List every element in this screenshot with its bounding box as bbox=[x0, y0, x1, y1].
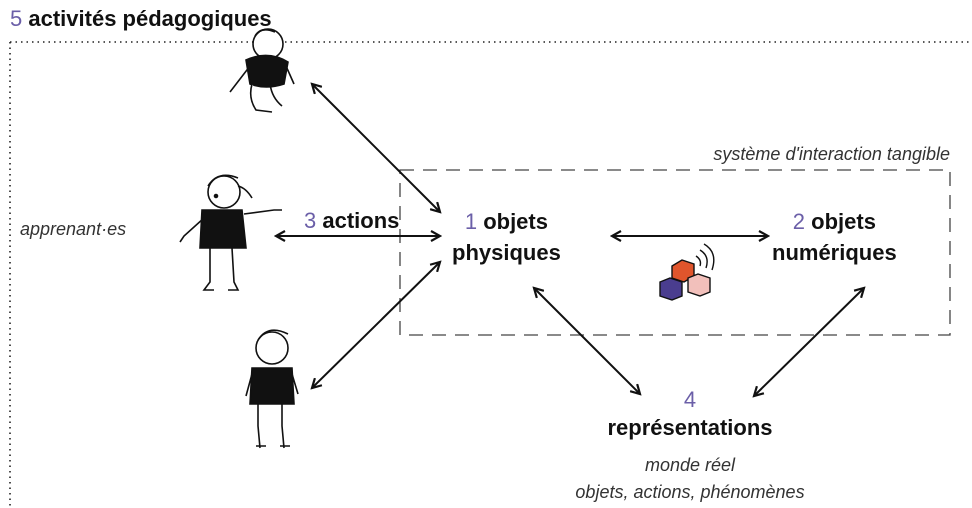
real-world-line2: objets, actions, phénomènes bbox=[575, 482, 805, 502]
real-world-line1: monde réel bbox=[644, 455, 736, 475]
arrow-learner-top-to-objects bbox=[312, 84, 440, 212]
activities-number: 5 bbox=[10, 6, 23, 31]
learner-sitting-illustration bbox=[229, 28, 295, 113]
tangible-cubes-icon bbox=[659, 243, 715, 301]
tangible-system-box bbox=[399, 169, 951, 336]
digital-objects-line2: numériques bbox=[772, 240, 897, 265]
digital-objects-line1: objets bbox=[811, 209, 876, 234]
actions-label: 3 actions bbox=[304, 208, 399, 234]
activities-title: 5 activités pédagogiques bbox=[10, 6, 272, 32]
physical-objects-number: 1 bbox=[464, 209, 478, 234]
activities-title-text: activités pédagogiques bbox=[28, 6, 272, 31]
arrow-learner-bottom-to-objects bbox=[312, 262, 440, 388]
learner-pointing-illustration bbox=[179, 174, 282, 291]
tangible-system-label: système d'interaction tangible bbox=[713, 144, 950, 164]
representations-number: 4 bbox=[683, 387, 697, 412]
representations-label: 4 représentations bbox=[560, 386, 820, 442]
actions-text: actions bbox=[322, 208, 400, 233]
learner-standing-illustration bbox=[245, 329, 299, 449]
digital-objects-label: 2 objets numériques bbox=[772, 206, 897, 268]
physical-objects-line2: physiques bbox=[452, 240, 561, 265]
representations-text: représentations bbox=[607, 415, 773, 440]
actions-number: 3 bbox=[304, 208, 317, 233]
physical-objects-label: 1 objets physiques bbox=[452, 206, 561, 268]
physical-objects-line1: objets bbox=[483, 209, 548, 234]
arrow-digital-to-representations bbox=[754, 288, 864, 396]
learners-label: apprenant·es bbox=[20, 219, 127, 239]
arrow-physical-to-representations bbox=[534, 288, 640, 394]
real-world-label: monde réel objets, actions, phénomènes bbox=[520, 452, 860, 506]
activities-frame bbox=[9, 41, 972, 508]
digital-objects-number: 2 bbox=[792, 209, 806, 234]
